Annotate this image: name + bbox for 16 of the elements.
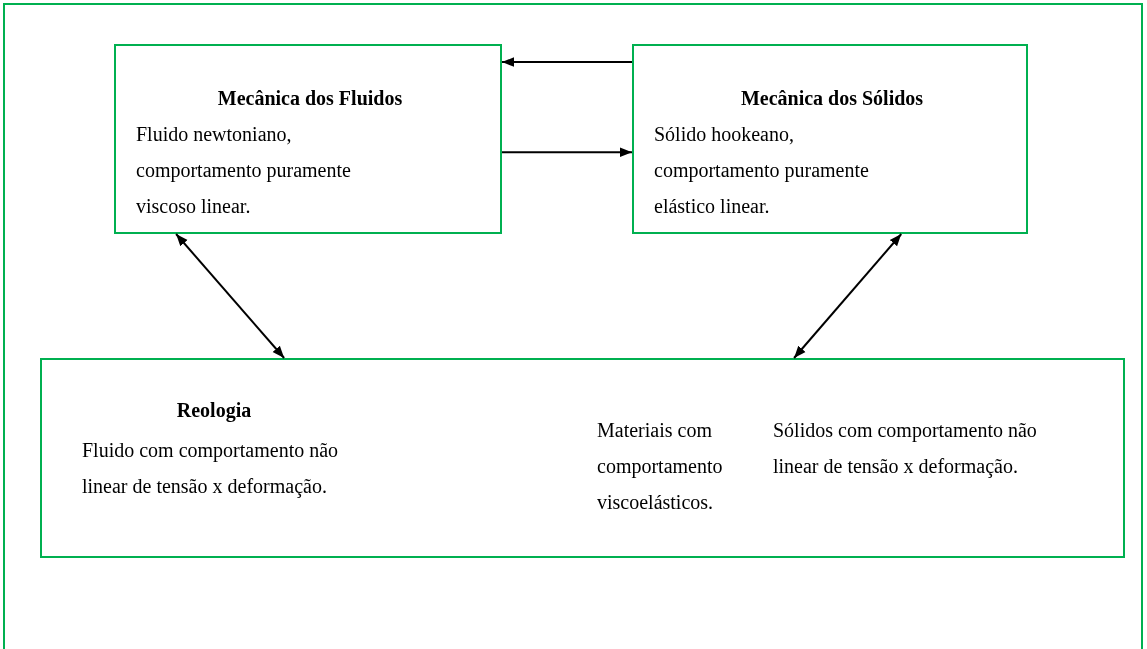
box-description: Fluido com comportamento não linear de tensão x deformação. bbox=[82, 438, 340, 500]
frame-box bbox=[3, 3, 1143, 649]
concept-box bbox=[632, 44, 1028, 234]
box-description: Fluido newtoniano, comportamento puramente viscoso linear. bbox=[136, 122, 352, 219]
concept-box bbox=[114, 44, 502, 234]
box-heading: Reologia bbox=[175, 398, 253, 424]
box-heading: Mecânica dos Sólidos bbox=[739, 86, 925, 111]
arrow bbox=[793, 233, 903, 359]
box-description: Sólido hookeano, comportamento puramente elástico linear. bbox=[654, 122, 870, 219]
box-description: Materiais com comportamento viscoelásticos. bbox=[597, 418, 724, 515]
concept-box bbox=[40, 358, 1125, 558]
arrow bbox=[501, 147, 633, 158]
box-heading: Mecânica dos Fluidos bbox=[216, 86, 404, 111]
arrow bbox=[175, 233, 286, 359]
arrow bbox=[501, 57, 633, 67]
box-description: Sólidos com comportamento não linear de tensão x deformação. bbox=[773, 418, 1038, 480]
